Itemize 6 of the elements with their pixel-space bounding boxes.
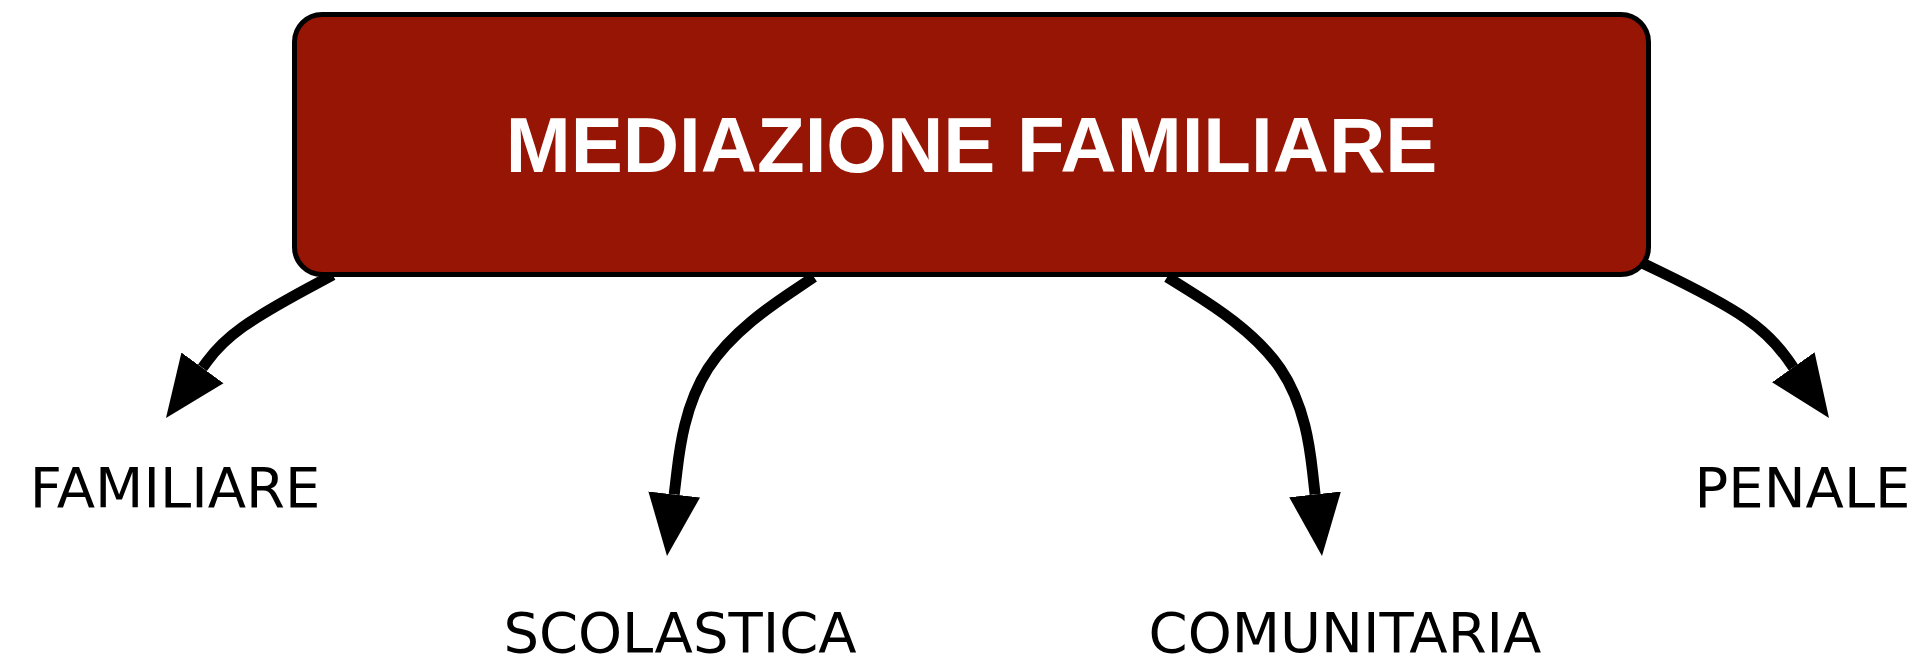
category-label: COMUNITARIA (1148, 605, 1542, 661)
category-label: PENALE (1694, 460, 1911, 516)
title-box (292, 12, 1651, 277)
title-text: MEDIAZIONE FAMILIARE (505, 105, 1438, 184)
category-label: SCOLASTICA (503, 605, 857, 661)
category-label: FAMILIARE (29, 460, 321, 516)
